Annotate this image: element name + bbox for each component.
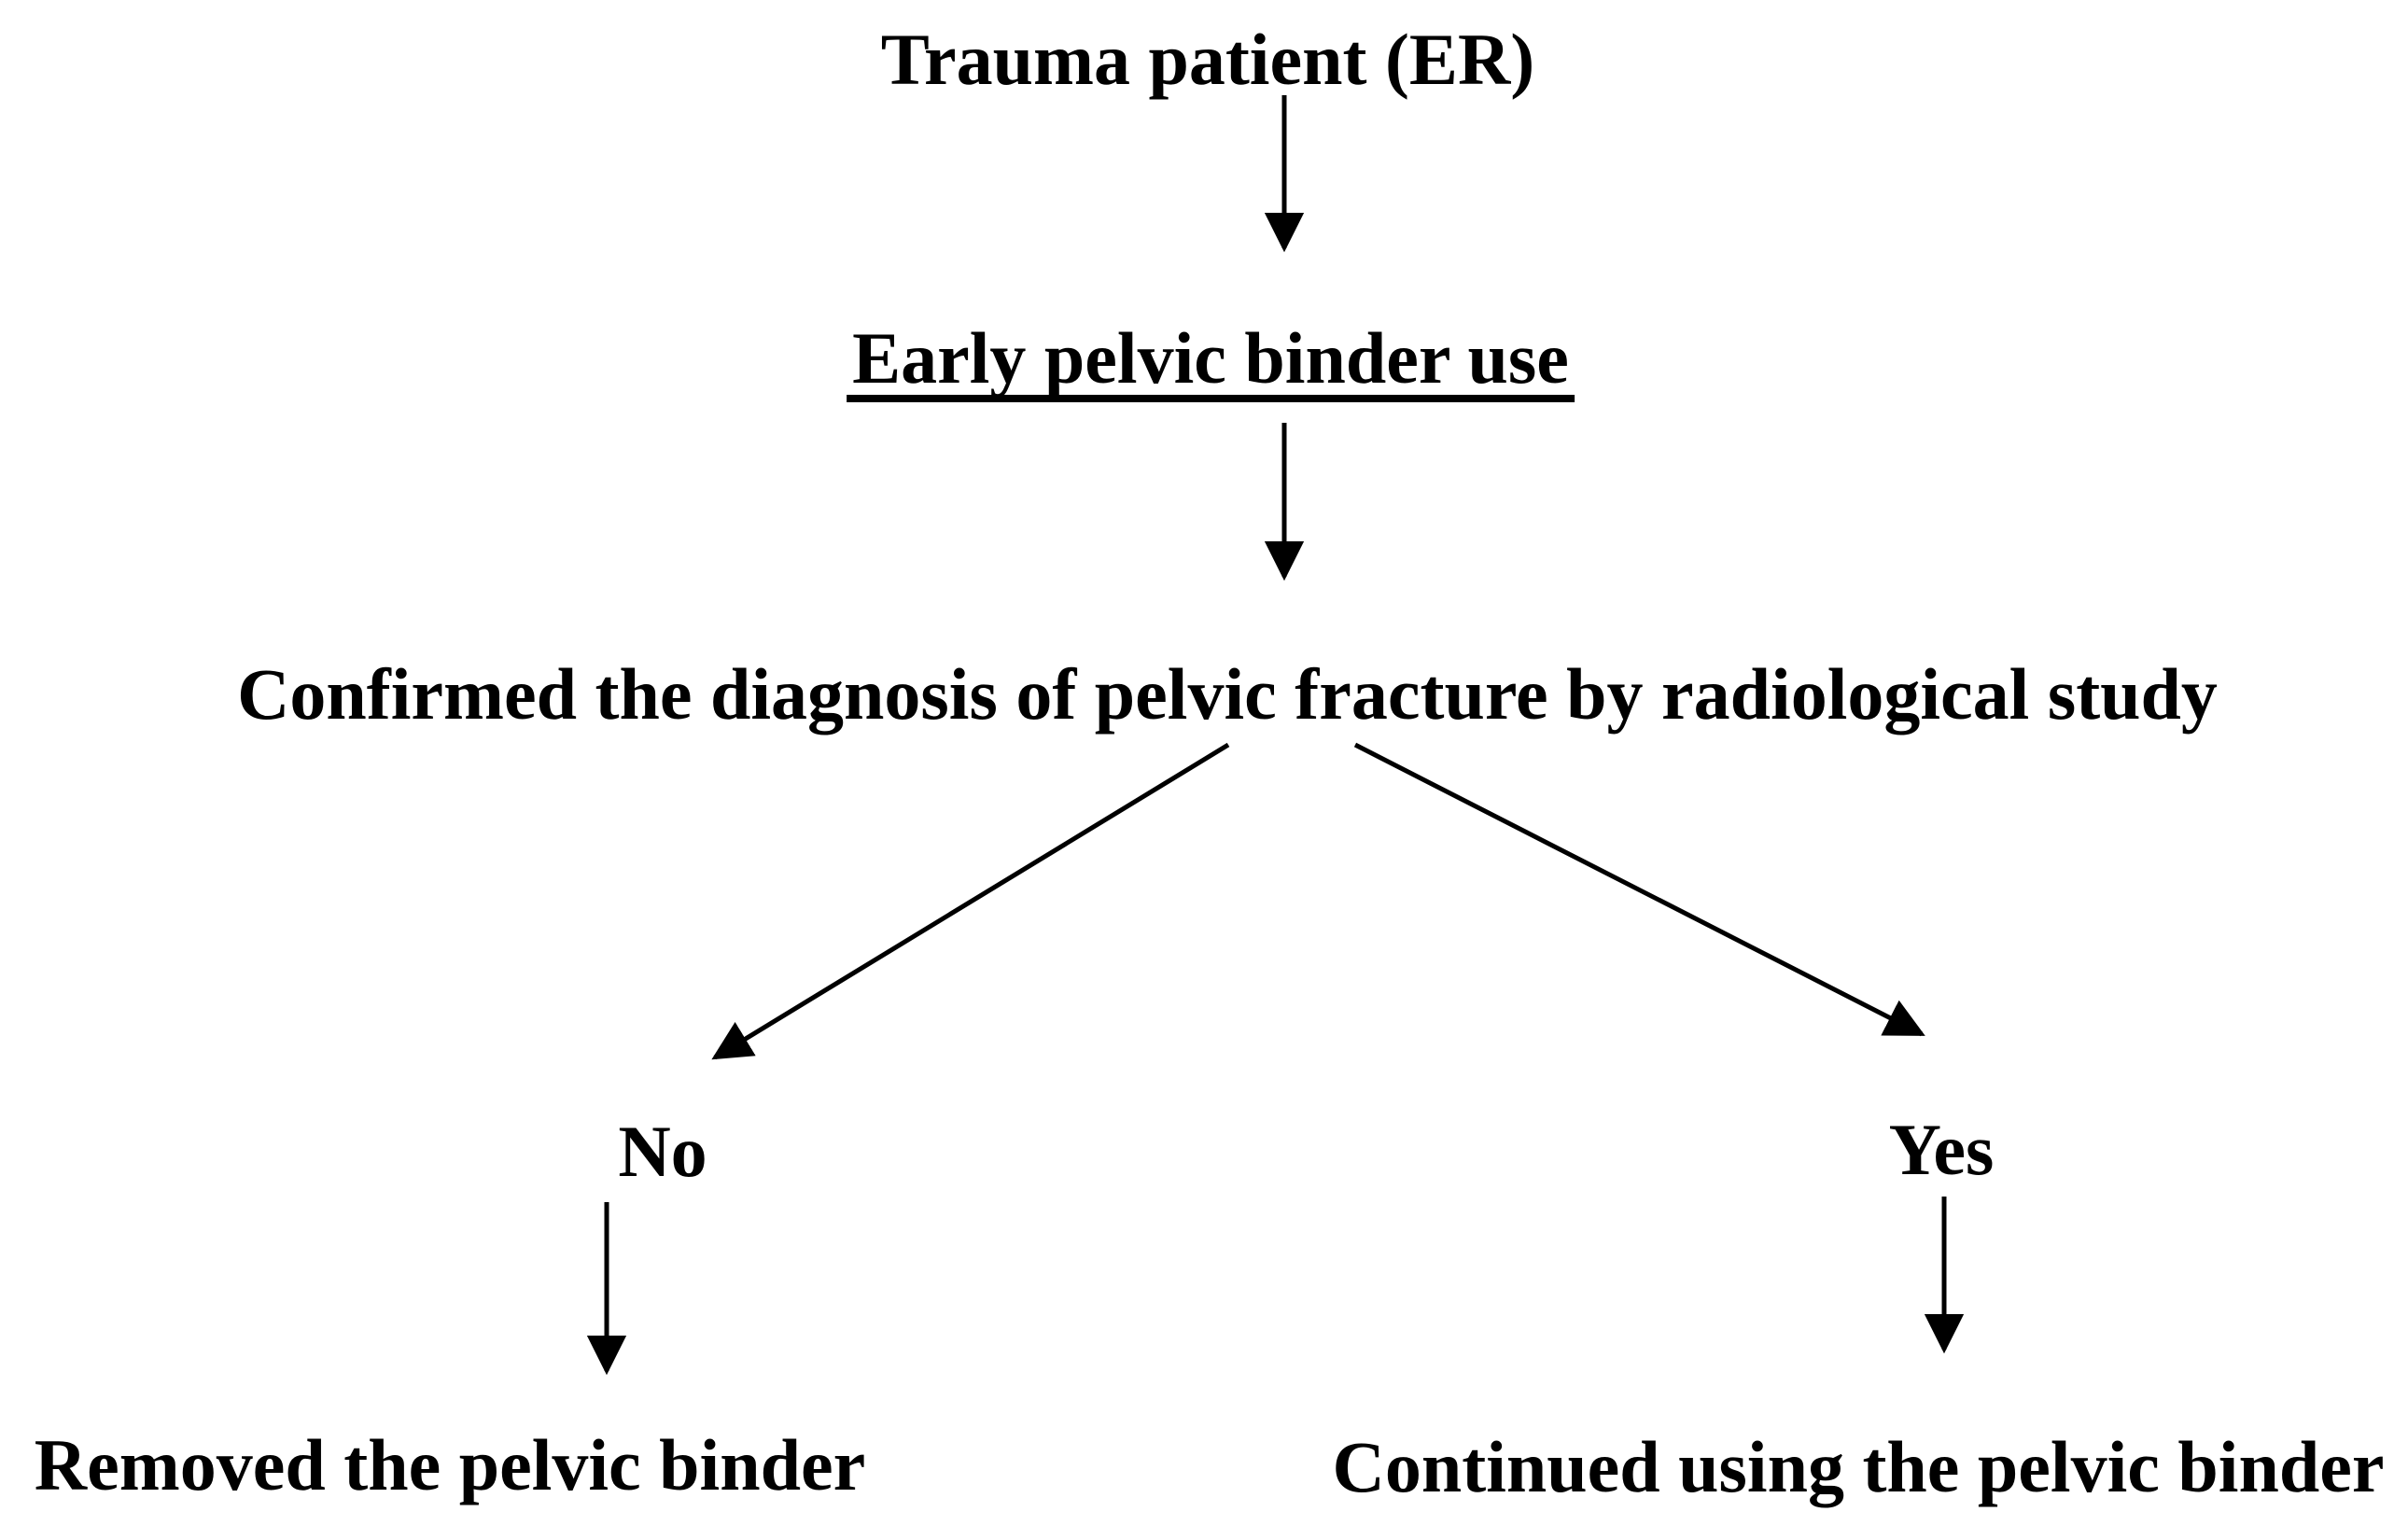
branch-arrow-to-no bbox=[711, 742, 1230, 1060]
branch-label-yes: Yes bbox=[1888, 1109, 1995, 1190]
node-removed-pelvic-binder: Removed the pelvic binder bbox=[34, 1424, 866, 1505]
node-confirmed-diagnosis: Confirmed the diagnosis of pelvic fractu… bbox=[237, 653, 2218, 735]
node-continued-pelvic-binder: Continued using the pelvic binder bbox=[1332, 1426, 2385, 1507]
node-trauma-patient: Trauma patient (ER) bbox=[880, 19, 1535, 100]
branch-arrow-to-yes bbox=[1353, 742, 1925, 1037]
node-early-pelvic-binder-use-text: Early pelvic binder use bbox=[847, 322, 1575, 402]
branch-label-no: No bbox=[618, 1111, 707, 1192]
node-early-pelvic-binder-use: Early pelvic binder use bbox=[847, 322, 1575, 402]
